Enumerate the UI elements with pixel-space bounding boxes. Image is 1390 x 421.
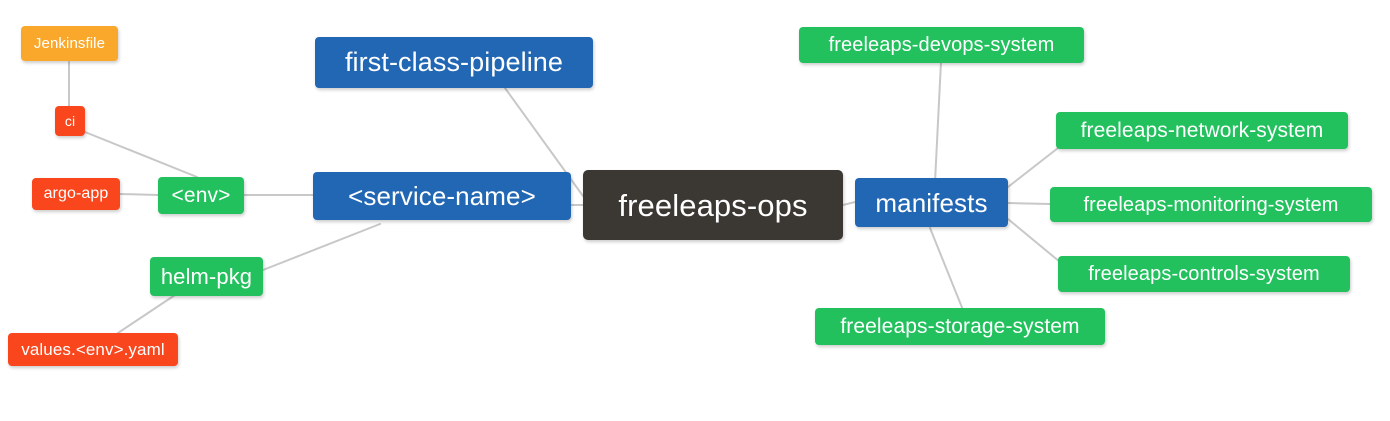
node-argo-app[interactable]: argo-app (32, 178, 120, 210)
node-jenkinsfile[interactable]: Jenkinsfile (21, 26, 118, 61)
node-helm-pkg[interactable]: helm-pkg (150, 257, 263, 296)
edge-env-argo-app (119, 193, 159, 196)
node-label: freeleaps-monitoring-system (1083, 193, 1339, 216)
node-label: <env> (171, 184, 231, 207)
node-label: <service-name> (348, 181, 536, 211)
edge-manifests-devops-system (934, 61, 942, 183)
node-first-class-pipeline[interactable]: first-class-pipeline (315, 37, 593, 88)
node-freeleaps-ops[interactable]: freeleaps-ops (583, 170, 843, 240)
node-manifests[interactable]: manifests (855, 178, 1008, 227)
node-freeleaps-devops-system[interactable]: freeleaps-devops-system (799, 27, 1084, 63)
node-label: freeleaps-network-system (1080, 119, 1324, 142)
node-values-env-yaml[interactable]: values.<env>.yaml (8, 333, 178, 366)
node-freeleaps-network-system[interactable]: freeleaps-network-system (1056, 112, 1348, 149)
node-label: freeleaps-ops (618, 187, 808, 223)
node-env[interactable]: <env> (158, 177, 244, 214)
node-label: Jenkinsfile (33, 35, 106, 52)
edge-manifests-storage-system (929, 227, 964, 311)
edge-helm-pkg-values-yaml (117, 294, 176, 334)
node-label: argo-app (43, 185, 109, 202)
node-label: freeleaps-devops-system (828, 34, 1055, 56)
node-label: values.<env>.yaml (21, 340, 165, 359)
node-freeleaps-monitoring-system[interactable]: freeleaps-monitoring-system (1050, 187, 1372, 222)
node-freeleaps-storage-system[interactable]: freeleaps-storage-system (815, 308, 1105, 345)
edge-root-manifests (842, 201, 856, 206)
node-label: manifests (875, 187, 988, 218)
node-label: ci (64, 113, 76, 129)
node-freeleaps-controls-system[interactable]: freeleaps-controls-system (1058, 256, 1350, 292)
node-label: freeleaps-storage-system (840, 315, 1080, 338)
edge-service-name-helm-pkg (262, 223, 381, 271)
node-service-name[interactable]: <service-name> (313, 172, 571, 220)
node-label: freeleaps-controls-system (1088, 263, 1320, 285)
edge-manifests-controls-system (1007, 218, 1061, 263)
edge-manifests-monitoring-system (1007, 202, 1051, 205)
edge-env-ci (84, 131, 198, 178)
edge-manifests-network-system (1007, 147, 1059, 188)
node-label: first-class-pipeline (344, 47, 564, 77)
node-label: helm-pkg (160, 263, 253, 289)
node-ci[interactable]: ci (55, 106, 85, 136)
